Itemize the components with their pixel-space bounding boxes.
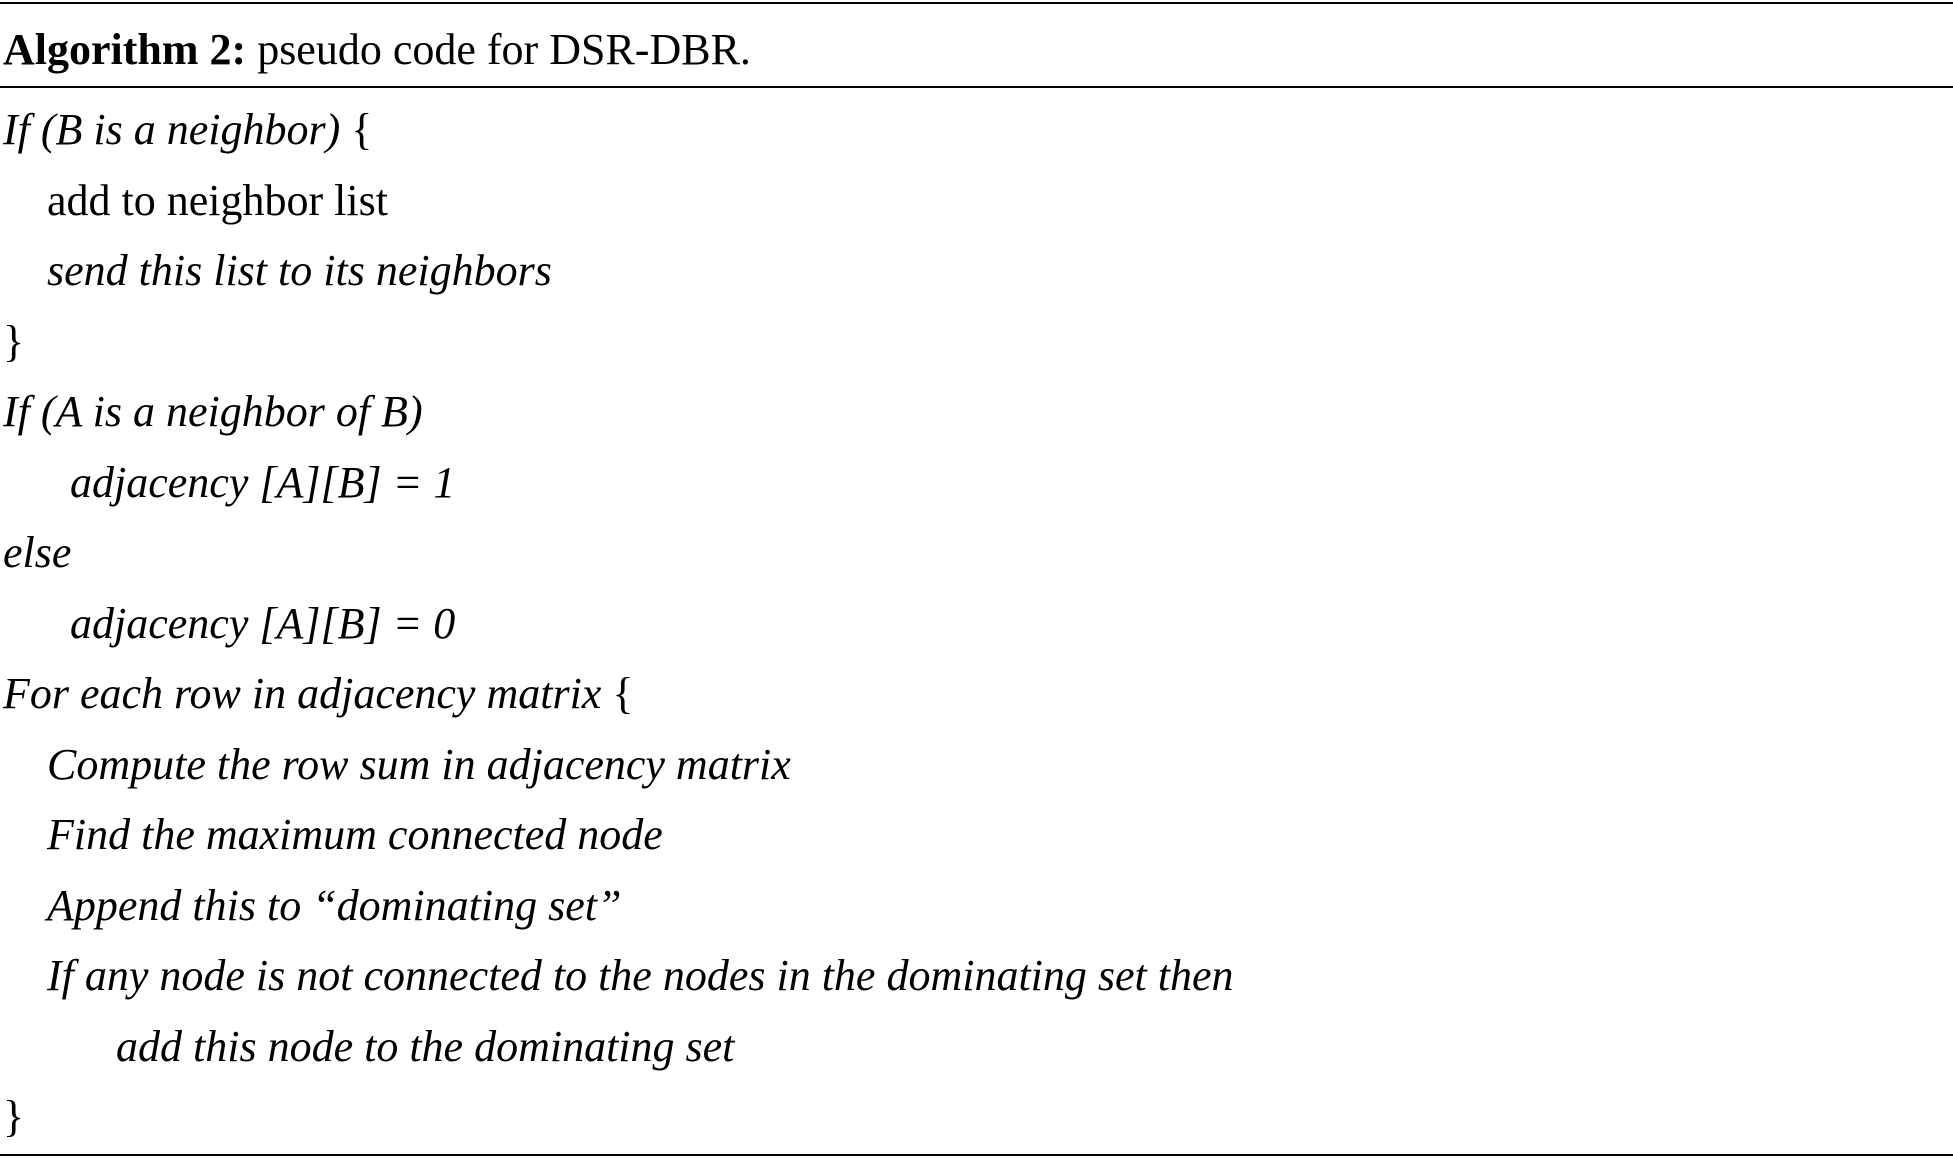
- code-line: add to neighbor list: [47, 175, 388, 225]
- code-line: Find the maximum connected node: [47, 810, 663, 859]
- pseudo-code-block: If (B is a neighbor) { add to neighbor l…: [0, 95, 1953, 1153]
- bottom-rule: [0, 1154, 1953, 1156]
- top-rule: [0, 2, 1953, 4]
- code-line: add this node to the dominating set: [116, 1021, 735, 1071]
- algorithm-title: pseudo code for DSR-DBR.: [257, 25, 751, 74]
- code-line: else: [3, 528, 72, 577]
- code-line: If (B is a neighbor) {: [3, 105, 373, 154]
- code-line: adjacency [A][B] = 1: [70, 457, 456, 507]
- code-line: If any node is not connected to the node…: [47, 951, 1234, 1000]
- code-line: Append this to “dominating set”: [47, 880, 622, 930]
- code-line: If (A is a neighbor of B): [3, 387, 423, 436]
- algorithm-caption: Algorithm 2: pseudo code for DSR-DBR.: [3, 22, 751, 78]
- code-line: }: [3, 1092, 25, 1141]
- code-line: adjacency [A][B] = 0: [70, 598, 456, 648]
- code-line: send this list to its neighbors: [47, 246, 552, 295]
- code-line: For each row in adjacency matrix {: [3, 669, 634, 718]
- code-line: Compute the row sum in adjacency matrix: [47, 739, 791, 789]
- code-line: }: [3, 316, 25, 366]
- algorithm-label: Algorithm 2:: [3, 25, 247, 74]
- caption-rule: [0, 86, 1953, 88]
